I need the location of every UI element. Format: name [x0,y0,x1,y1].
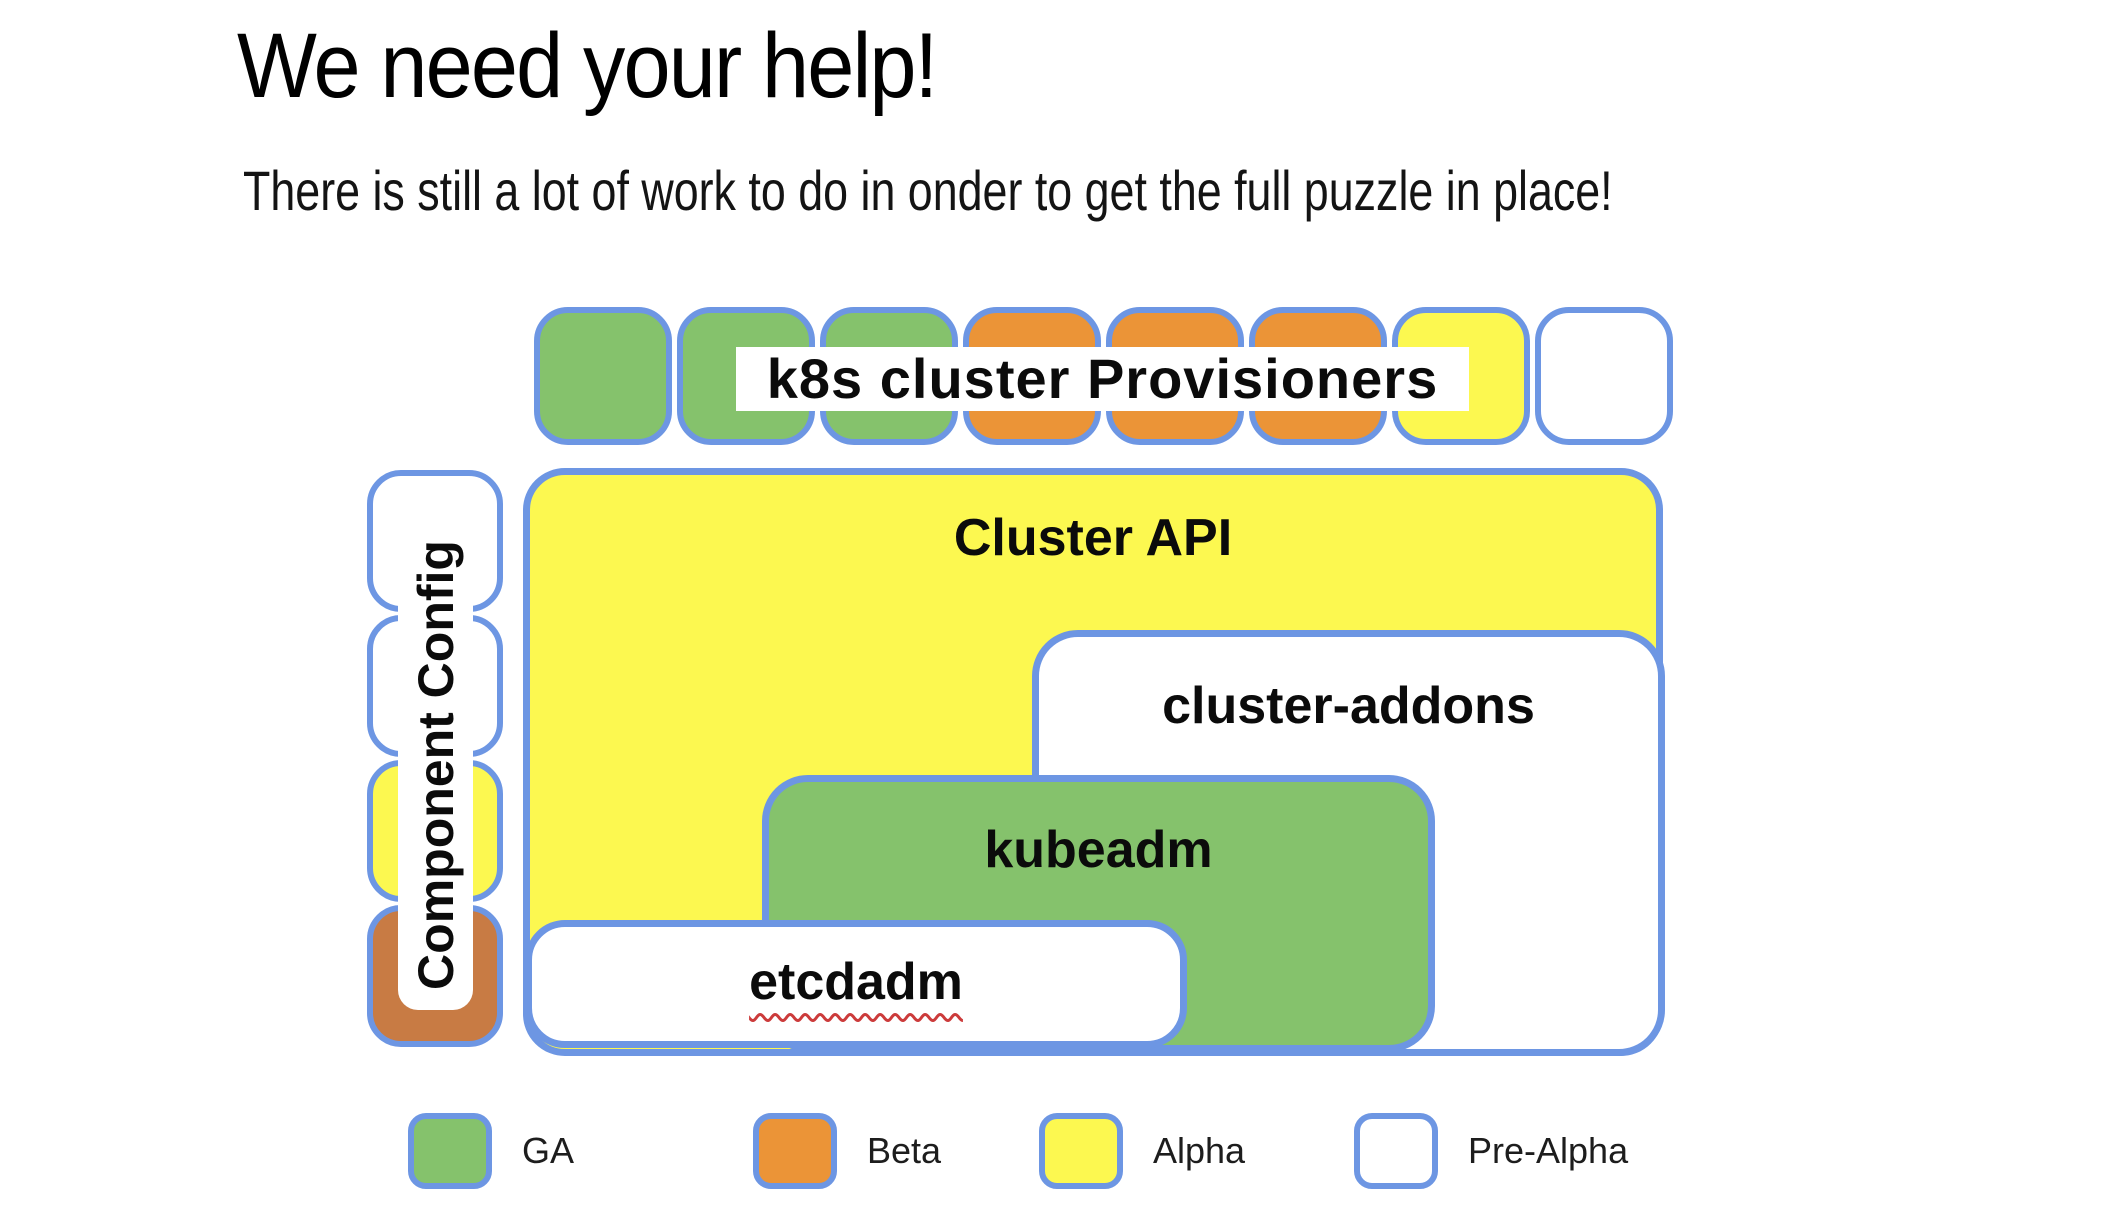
legend-item-ga: GA [408,1113,574,1189]
legend-label-ga: GA [522,1130,575,1171]
legend-label-prealpha: Pre-Alpha [1468,1130,1629,1171]
legend-swatch-alpha [1039,1113,1123,1189]
etcdadm-label-wrap: etcdadm [525,952,1187,1012]
cluster-api-label: Cluster API [953,509,1233,567]
legend-swatch-beta [753,1113,837,1189]
legend-item-prealpha: Pre-Alpha [1354,1113,1628,1189]
provisioners-row-label: k8s cluster Provisioners [736,347,1469,411]
status-legend: GA Beta Alpha Pre-Alpha [0,1113,2126,1193]
puzzle-piece-provisioner-8 [1535,307,1673,445]
component-config-label: Component Config [407,540,464,990]
component-config-label-box: Component Config [398,520,473,1010]
legend-label-beta: Beta [867,1130,942,1171]
legend-swatch-prealpha [1354,1113,1438,1189]
legend-label-alpha: Alpha [1153,1130,1246,1171]
kubeadm-label: kubeadm [984,821,1213,879]
page-title: We need your help! [237,15,938,117]
page-subtitle: There is still a lot of work to do in on… [243,159,1613,222]
cluster-addons-label: cluster-addons [1162,677,1535,735]
legend-item-beta: Beta [753,1113,941,1189]
puzzle-piece-provisioner-1 [534,307,672,445]
legend-swatch-ga [408,1113,492,1189]
etcdadm-label: etcdadm [749,953,963,1011]
legend-item-alpha: Alpha [1039,1113,1245,1189]
etcdadm-box [525,920,1187,1048]
